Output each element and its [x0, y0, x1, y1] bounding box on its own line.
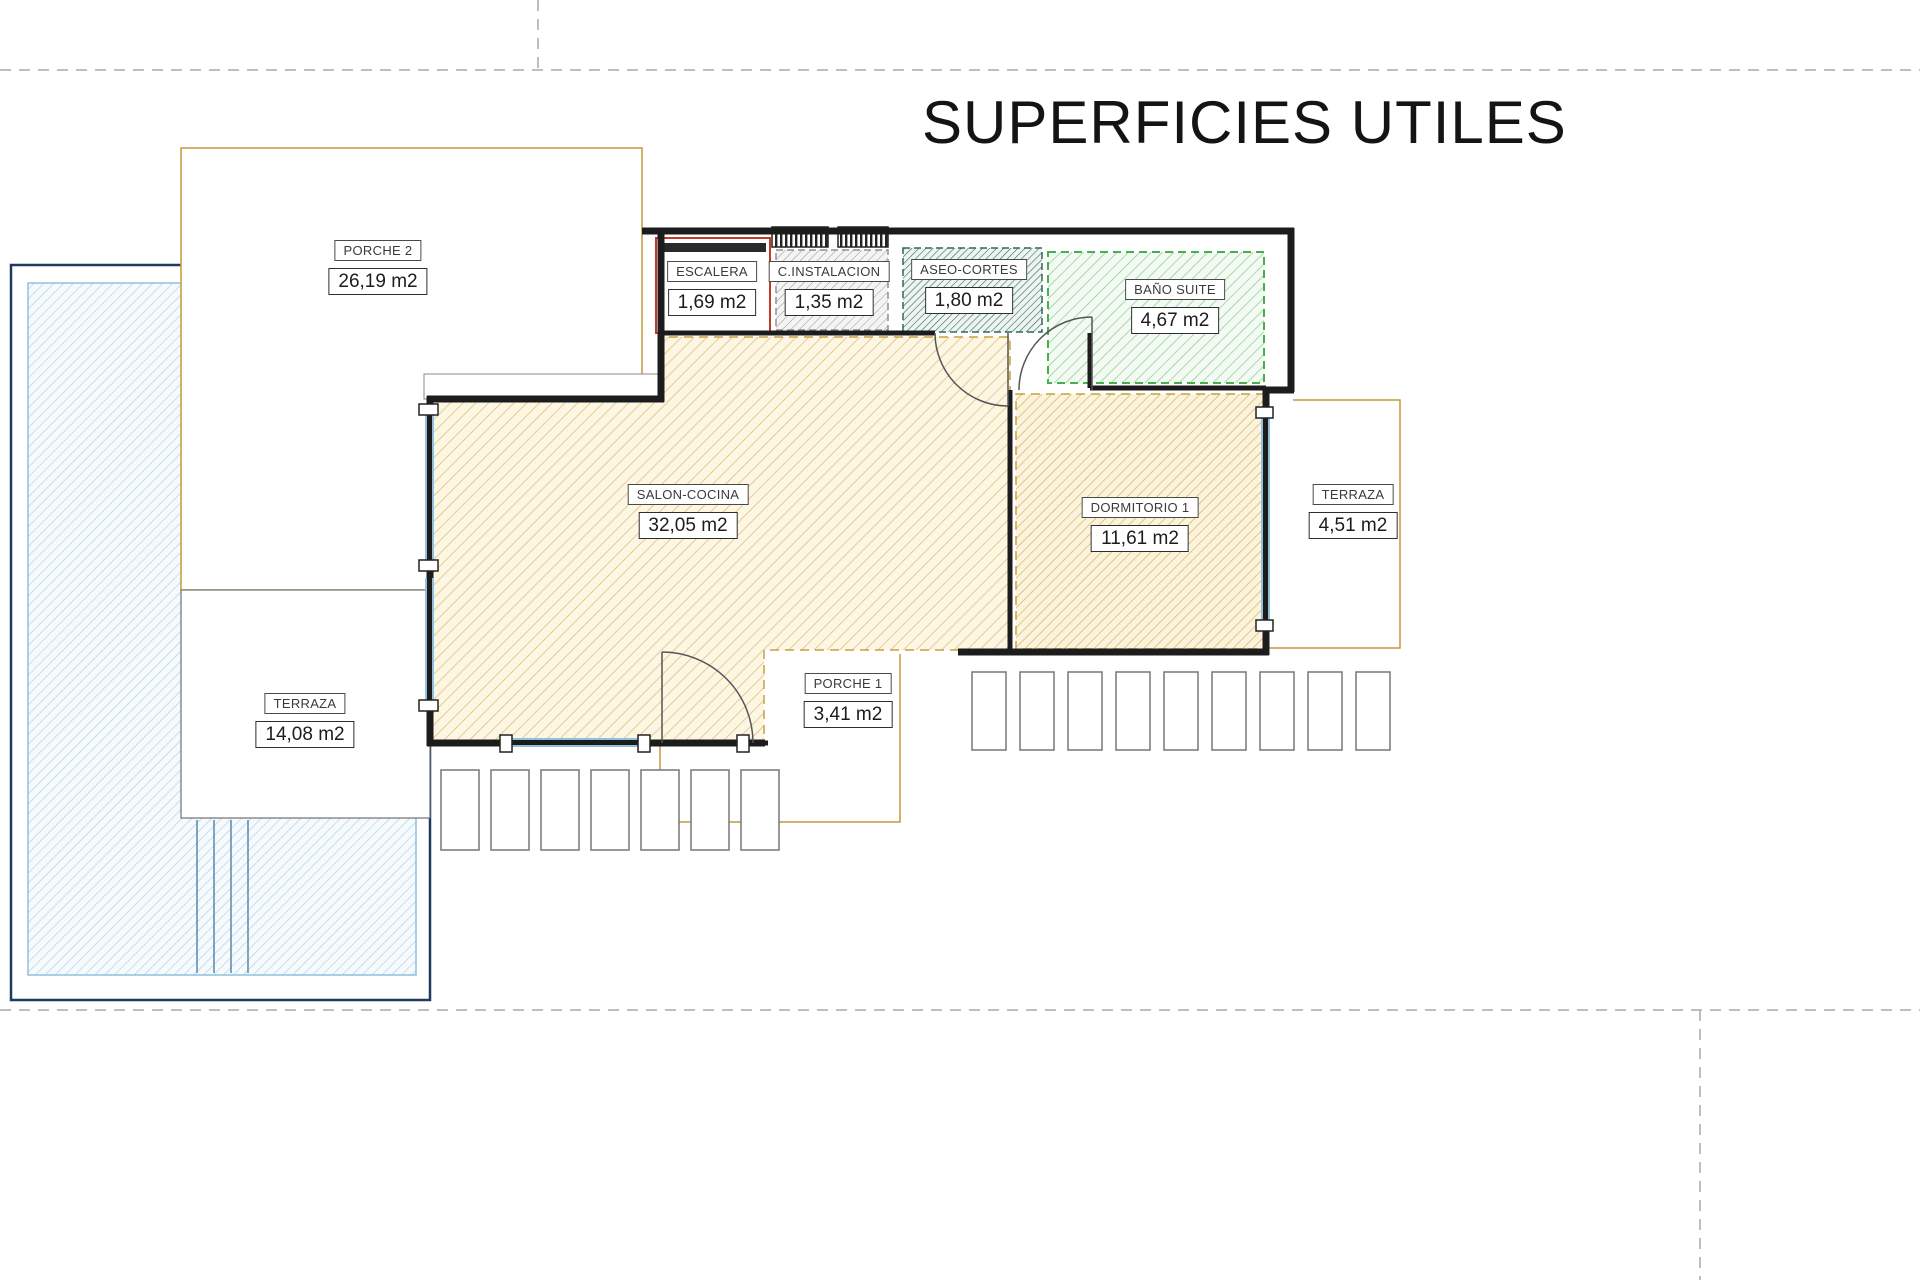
terraza-right-outline [1268, 399, 1401, 649]
room-area-bano-suite: 4,67 m2 [1130, 307, 1220, 334]
door-arc-bano [1018, 316, 1093, 391]
label-bano-suite: BAÑO SUITE 4,67 m2 [1125, 279, 1225, 334]
room-area-porche2: 26,19 m2 [328, 268, 428, 295]
door-arc-hall [934, 332, 1009, 407]
exterior-walls [426, 227, 1295, 747]
label-dormitorio1: DORMITORIO 1 11,61 m2 [1081, 497, 1199, 552]
window-jambs [418, 403, 1274, 753]
room-area-terraza-right: 4,51 m2 [1308, 512, 1398, 539]
room-area-escalera: 1,69 m2 [667, 289, 757, 316]
pergola-slats-left [440, 769, 780, 851]
label-aseo: ASEO-CORTES 1,80 m2 [911, 259, 1027, 314]
room-name-bano-suite: BAÑO SUITE [1125, 279, 1225, 300]
door-swings [661, 316, 1093, 744]
room-area-porche1: 3,41 m2 [803, 701, 893, 728]
pergola-slats-right [971, 671, 1391, 751]
label-porche1: PORCHE 1 3,41 m2 [803, 673, 893, 728]
room-name-terraza-right: TERRAZA [1312, 484, 1394, 505]
stair-landing-edge [660, 243, 766, 252]
label-porche2: PORCHE 2 26,19 m2 [328, 240, 428, 295]
room-name-terraza-left: TERRAZA [264, 693, 346, 714]
interior-walls [664, 330, 1266, 746]
label-instalacion: C.INSTALACION 1,35 m2 [768, 261, 890, 316]
door-arc-porche1 [661, 651, 754, 744]
room-name-salon-cocina: SALON-COCINA [627, 484, 749, 505]
label-salon-cocina: SALON-COCINA 32,05 m2 [627, 484, 749, 539]
label-terraza-right: TERRAZA 4,51 m2 [1308, 484, 1398, 539]
wall-cavity [423, 373, 665, 400]
room-name-escalera: ESCALERA [667, 261, 757, 282]
page-title: SUPERFICIES UTILES [922, 89, 1567, 156]
room-area-terraza-left: 14,08 m2 [255, 721, 355, 748]
label-escalera: ESCALERA 1,69 m2 [667, 261, 757, 316]
room-name-porche2: PORCHE 2 [334, 240, 422, 261]
windows [425, 415, 1270, 747]
dormitorio1-area [1015, 393, 1265, 650]
room-area-aseo: 1,80 m2 [924, 287, 1014, 314]
pool-steps [196, 820, 249, 973]
room-name-instalacion: C.INSTALACION [768, 261, 890, 282]
label-terraza-left: TERRAZA 14,08 m2 [255, 693, 355, 748]
room-area-instalacion: 1,35 m2 [784, 289, 874, 316]
room-area-salon-cocina: 32,05 m2 [638, 512, 738, 539]
room-name-porche1: PORCHE 1 [804, 673, 892, 694]
room-name-aseo: ASEO-CORTES [911, 259, 1027, 280]
room-area-dormitorio1: 11,61 m2 [1091, 525, 1189, 552]
room-name-dormitorio1: DORMITORIO 1 [1081, 497, 1199, 518]
